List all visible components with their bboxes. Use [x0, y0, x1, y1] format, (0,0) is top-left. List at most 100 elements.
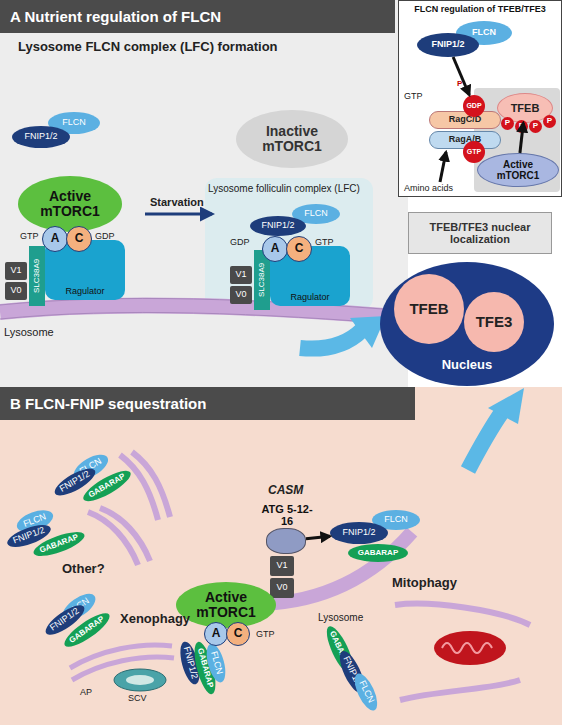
panel-b: B FLCN-FNIP sequestrationFLCNFNIP1/2GABA… [0, 387, 562, 725]
node-text: TFEB/TFE3 nuclear localization [415, 221, 545, 245]
atg-complex: ATG 5-12-16 [266, 528, 306, 554]
node-text: Inactive mTORC1 [250, 124, 334, 155]
node-text: FLCN [208, 650, 224, 675]
node-text: FLCN [62, 118, 86, 128]
inset-panel: FLCN regulation of TFEB/TFE3FNIP1/2 FLCN G… [398, 0, 562, 197]
fnip-ellipse: FNIP1/2 [417, 33, 479, 57]
node-text: TFE3 [476, 314, 513, 331]
node-text: Active mTORC1 [188, 590, 264, 621]
node-text: SLC38A9 [33, 259, 42, 293]
mtorc1-ellipse: Active mTORC1 [176, 582, 276, 628]
gabarap-ellipse: GABARAP [348, 544, 408, 562]
text-label: CASM [268, 484, 303, 497]
scv-vacuole [114, 669, 166, 691]
panel-b-fill [0, 387, 562, 725]
text-label: Amino acids [404, 184, 453, 194]
ragcd-box: RagC/D [429, 111, 501, 129]
membrane-rod [100, 508, 150, 561]
text-label: P [457, 80, 462, 89]
node-text: Active mTORC1 [486, 159, 550, 181]
flow-arrow [306, 536, 330, 539]
node-text: C [75, 232, 84, 245]
mitochondrion [434, 631, 506, 665]
node-text: Ragulator [290, 293, 329, 303]
inset-fill [398, 0, 562, 197]
rag-c-circle: C [66, 226, 92, 252]
rag-a-circle: A [262, 236, 288, 262]
node-text: V1 [276, 561, 287, 571]
node-text: GABARAP [358, 549, 398, 558]
gdp-circle: GDP [463, 95, 485, 117]
rag-c-circle: C [226, 622, 250, 646]
text-label: SCV [128, 694, 147, 704]
v0-box: V0 [270, 578, 294, 598]
mtorc1-ellipse: Inactive mTORC1 [236, 110, 348, 168]
tfeb-circle: TFEB [394, 274, 464, 344]
node-text: V0 [235, 290, 246, 300]
v0-box: V0 [5, 282, 27, 300]
rag-a-circle: A [42, 226, 68, 252]
text-label: Lysosome [318, 612, 363, 623]
pathway-arrow [468, 412, 502, 470]
node-text: Nucleus [442, 358, 493, 372]
starvation-arrow [145, 213, 212, 216]
slc38a9-box: SLC38A9 [29, 246, 45, 306]
lfc-glow [205, 178, 373, 310]
node-text: GDP [466, 102, 481, 110]
node-text: P [547, 117, 552, 126]
node-text: P [519, 122, 524, 131]
pathway-arrowhead [488, 388, 524, 424]
text-label: Lysosome [4, 326, 54, 338]
text-label: GTP [315, 238, 334, 248]
text-label: GDP [230, 238, 250, 248]
mitophagy-membrane [395, 604, 530, 625]
node-text: TFEB [511, 102, 540, 114]
membrane-edge [0, 312, 408, 325]
text-label: GTP [256, 630, 275, 640]
node-text: FLCN [304, 209, 328, 219]
node-text: ATG 5-12-16 [257, 503, 317, 527]
text-label: Other? [62, 562, 105, 576]
text-label: GDP [95, 232, 115, 242]
bacterium [126, 675, 154, 685]
v1-box: V1 [5, 262, 27, 280]
fnip-ellipse: FNIP1/2 [330, 522, 388, 544]
lysosome-membrane [0, 305, 408, 318]
phospho-circle: P [529, 120, 542, 133]
node-text: Active mTORC1 [30, 189, 110, 220]
node-text: C [295, 242, 304, 255]
text-label: Starvation [150, 196, 204, 208]
v0-box: V0 [230, 286, 252, 304]
node-text: SLC38A9 [258, 263, 267, 297]
node-text: Ragulator [65, 287, 104, 297]
node-text: FNIP1/2 [431, 40, 464, 50]
node-text: FNIP1/2 [24, 132, 57, 142]
node-text: P [505, 119, 510, 128]
mitochondrion-cristae [442, 643, 492, 653]
phospho-circle: P [515, 120, 528, 133]
membrane-rod [120, 455, 158, 520]
mtorc1-ellipse: Active mTORC1 [477, 153, 559, 187]
fnip-ellipse: FNIP1/2 [12, 126, 70, 148]
v1-box: V1 [270, 556, 294, 576]
text-label: Xenophagy [120, 612, 190, 626]
node-text: FLCN [384, 515, 408, 525]
node-text: V0 [10, 286, 21, 296]
rag-a-circle: A [204, 622, 228, 646]
phospho-circle: P [501, 117, 514, 130]
text-label: GTP [404, 92, 423, 102]
text-label: Lysosome FLCN complex (LFC) formation [18, 40, 278, 54]
phospho-circle: P [543, 115, 556, 128]
fnip-ellipse: FNIP1/2 [250, 216, 306, 236]
node-text: P [533, 122, 538, 131]
panel-a-fill [0, 0, 408, 387]
rag-c-circle: C [286, 236, 312, 262]
pathway-arrow [300, 330, 362, 349]
node-text: FLCN regulation of TFEB/TFE3 [414, 5, 546, 15]
mtorc1-ellipse: Active mTORC1 [18, 176, 122, 232]
node-text: A [51, 232, 60, 245]
node-text: V1 [235, 270, 246, 280]
node-text: FLCN [472, 28, 496, 38]
amino-acid-arrow [440, 152, 446, 182]
